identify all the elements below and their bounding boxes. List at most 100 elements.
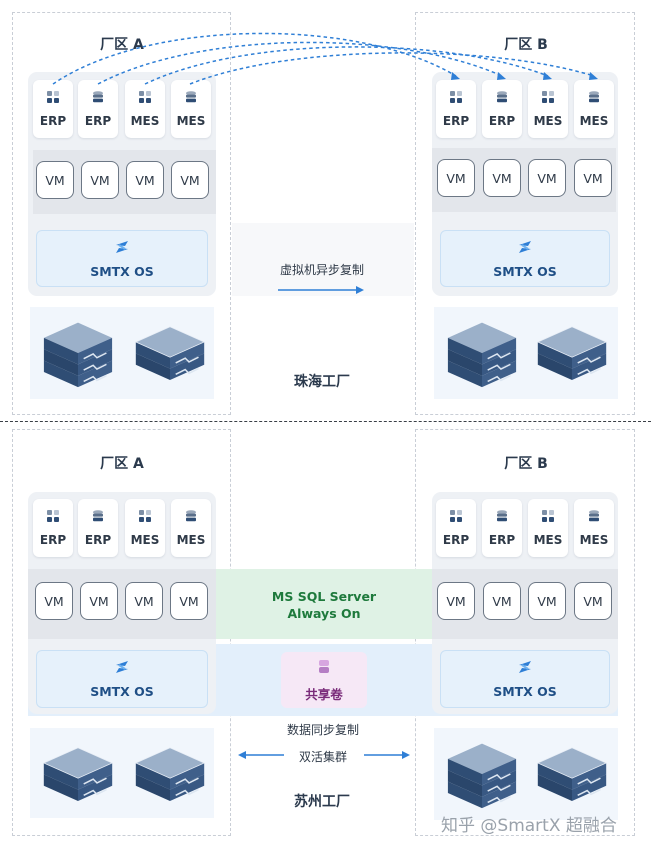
top-b-app-1: ERP	[436, 80, 476, 138]
smtx-logo-icon	[115, 240, 129, 254]
app-label: ERP	[442, 533, 470, 547]
app-label: MES	[176, 114, 206, 128]
grid-icon	[47, 510, 59, 522]
app-label: MES	[130, 533, 160, 547]
shared-volume-label: 共享卷	[305, 687, 343, 702]
sql-line-2: Always On	[287, 606, 361, 621]
top-b-os: SMTX OS	[440, 230, 610, 287]
smtx-logo-icon	[518, 240, 532, 254]
server-rack-icon	[132, 742, 208, 803]
os-label: SMTX OS	[90, 264, 154, 279]
double-arrow-icon	[238, 751, 410, 759]
sql-line-1: MS SQL Server	[271, 589, 377, 604]
bottom-b-vm-1: VM	[437, 582, 475, 620]
app-label: ERP	[442, 114, 470, 128]
top-b-server-area	[434, 307, 618, 399]
os-label: SMTX OS	[493, 684, 557, 699]
bottom-b-vm-4: VM	[574, 582, 612, 620]
grid-icon	[450, 510, 462, 522]
bottom-b-app-2: ERP	[482, 499, 522, 557]
app-label: MES	[176, 533, 206, 547]
arrow-right-icon	[278, 286, 364, 294]
top-b-vm-2: VM	[483, 159, 521, 197]
bottom-b-server-area	[434, 728, 618, 820]
replication-label: 虚拟机异步复制	[279, 263, 364, 277]
smtx-logo-icon	[115, 660, 129, 674]
data-sync-label: 数据同步复制	[286, 723, 359, 737]
top-a-vm-4: VM	[171, 161, 209, 199]
server-rack-icon	[444, 738, 520, 810]
database-icon	[588, 510, 600, 522]
server-rack-icon	[534, 321, 610, 382]
active-cluster-label: 双活集群	[298, 750, 347, 764]
database-icon	[185, 510, 197, 522]
bottom-a-vm-2: VM	[80, 582, 118, 620]
bottom-a-server-area	[30, 728, 214, 818]
bottom-a-app-2: ERP	[78, 499, 118, 557]
top-site-b-title: 厂区 B	[504, 37, 548, 53]
app-label: ERP	[488, 533, 516, 547]
bottom-a-vm-3: VM	[125, 582, 163, 620]
top-a-vm-3: VM	[126, 161, 164, 199]
grid-icon	[542, 510, 554, 522]
app-label: MES	[130, 114, 160, 128]
server-rack-icon	[40, 317, 116, 389]
top-a-app-3: MES	[125, 80, 165, 138]
app-label: MES	[533, 533, 563, 547]
top-a-server-area	[30, 307, 214, 399]
bottom-a-app-3: MES	[125, 499, 165, 557]
grid-icon	[139, 510, 151, 522]
app-label: ERP	[39, 114, 67, 128]
database-icon	[496, 510, 508, 522]
os-label: SMTX OS	[90, 684, 154, 699]
bottom-b-os: SMTX OS	[440, 650, 610, 708]
server-rack-icon	[444, 317, 520, 389]
os-label: SMTX OS	[493, 264, 557, 279]
top-site-b-frame	[415, 12, 635, 415]
top-plant-name: 珠海工厂	[294, 374, 350, 390]
top-site-a-frame	[12, 12, 231, 415]
bottom-b-app-4: MES	[574, 499, 614, 557]
top-a-vm-2: VM	[81, 161, 119, 199]
top-b-app-3: MES	[528, 80, 568, 138]
top-replication-band	[232, 223, 414, 296]
watermark: 知乎 @SmartX 超融合	[441, 816, 617, 836]
top-b-app-4: MES	[574, 80, 614, 138]
bottom-site-a-title: 厂区 A	[100, 456, 144, 472]
database-icon	[92, 510, 104, 522]
top-a-app-1: ERP	[33, 80, 73, 138]
app-label: MES	[579, 533, 609, 547]
top-b-vm-4: VM	[574, 159, 612, 197]
top-b-app-2: ERP	[482, 80, 522, 138]
top-a-vm-1: VM	[36, 161, 74, 199]
shared-volume-box: 共享卷	[281, 652, 367, 708]
app-label: ERP	[39, 533, 67, 547]
smtx-logo-icon	[518, 660, 532, 674]
top-a-os: SMTX OS	[36, 230, 208, 287]
async-replication-arcs	[52, 32, 598, 85]
bottom-a-os: SMTX OS	[36, 650, 208, 708]
top-b-vm-3: VM	[528, 159, 566, 197]
app-label: ERP	[84, 533, 112, 547]
app-label: ERP	[488, 114, 516, 128]
server-rack-icon	[132, 321, 208, 382]
bottom-b-app-3: MES	[528, 499, 568, 557]
bottom-b-vm-3: VM	[528, 582, 566, 620]
top-a-app-4: MES	[171, 80, 211, 138]
bottom-a-vm-4: VM	[170, 582, 208, 620]
top-a-app-2: ERP	[78, 80, 118, 138]
sql-always-on-band	[215, 569, 433, 639]
bottom-site-b-title: 厂区 B	[504, 456, 548, 472]
section-divider	[0, 421, 651, 422]
bottom-a-vm-1: VM	[35, 582, 73, 620]
bottom-plant-name: 苏州工厂	[294, 794, 350, 810]
app-label: MES	[533, 114, 563, 128]
bottom-a-app-1: ERP	[33, 499, 73, 557]
server-rack-icon	[534, 742, 610, 803]
app-label: ERP	[84, 114, 112, 128]
bottom-a-app-4: MES	[171, 499, 211, 557]
bottom-b-app-1: ERP	[436, 499, 476, 557]
disk-icon	[319, 660, 329, 673]
app-label: MES	[579, 114, 609, 128]
server-rack-icon	[40, 742, 116, 803]
